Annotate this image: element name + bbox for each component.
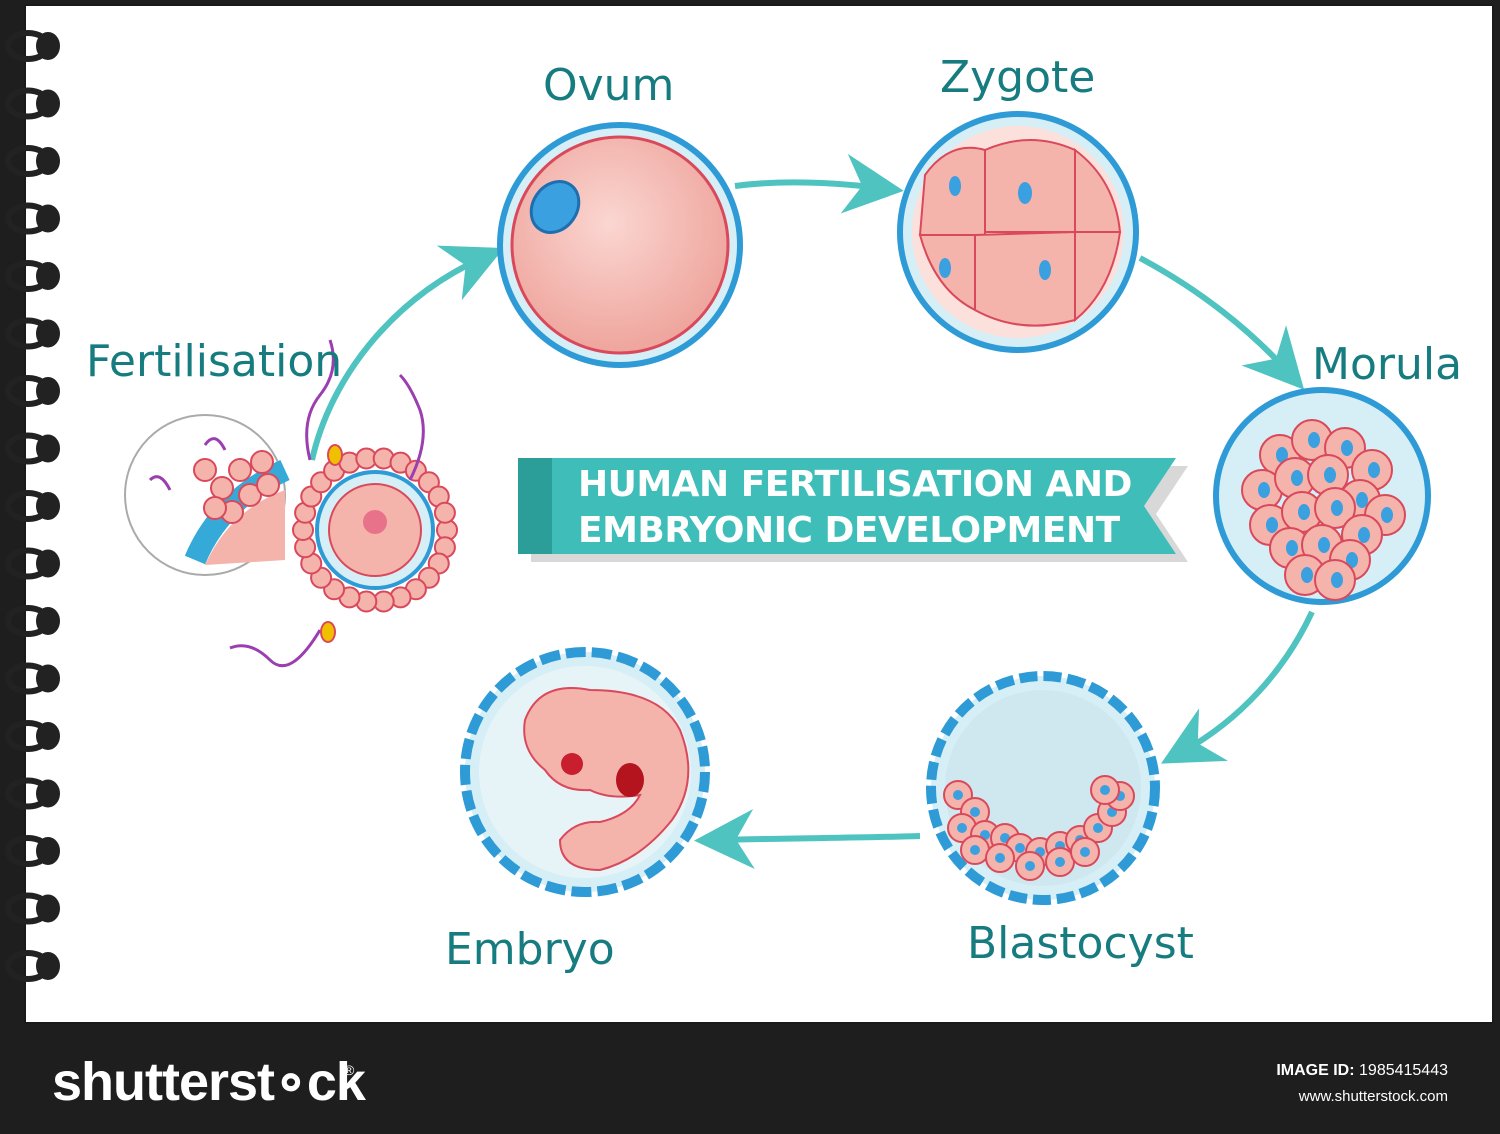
arrow-zygote-to-morula xyxy=(1138,255,1305,390)
spiral-ring xyxy=(5,490,60,522)
footer-bar xyxy=(0,1030,1500,1134)
morula-cell-illustration xyxy=(1213,387,1431,605)
arrow-blastocyst-to-embryo xyxy=(694,809,921,869)
spiral-ring xyxy=(5,662,60,695)
image-id-value: 1985415443 xyxy=(1359,1062,1448,1079)
spiral-ring xyxy=(5,87,60,120)
label-morula: Morula xyxy=(1312,339,1463,390)
diagram-canvas xyxy=(124,111,1431,905)
title-banner xyxy=(518,458,1188,562)
brand-logo: shutterst∘ck xyxy=(52,1052,366,1112)
spiral-ring xyxy=(5,720,60,752)
label-ovum: Ovum xyxy=(543,60,675,111)
arrow-ovum-to-zygote xyxy=(734,153,904,214)
spiral-ring xyxy=(5,777,60,810)
spiral-ring xyxy=(5,432,60,465)
fertilisation-illustration xyxy=(124,339,458,668)
spiral-ring xyxy=(5,950,60,982)
title-line-1: HUMAN FERTILISATION AND xyxy=(578,464,1132,505)
arrow-fertilisation-to-ovum xyxy=(309,245,504,461)
spiral-ring xyxy=(5,892,60,925)
spiral-ring xyxy=(5,30,60,62)
spiral-ring xyxy=(5,202,60,235)
label-blastocyst: Blastocyst xyxy=(967,918,1194,969)
zygote-cell-illustration xyxy=(897,111,1139,353)
image-id-label: IMAGE ID: xyxy=(1276,1062,1355,1079)
label-fertilisation: Fertilisation xyxy=(86,336,343,387)
spiral-ring xyxy=(5,260,60,292)
spiral-ring xyxy=(5,835,60,867)
brand-registered-mark: ® xyxy=(344,1062,355,1078)
ovum-cell-illustration xyxy=(497,122,743,368)
title-line-2: EMBRYONIC DEVELOPMENT xyxy=(578,510,1120,551)
site-url: www.shutterstock.com xyxy=(1298,1088,1448,1105)
arrow-morula-to-blastocyst xyxy=(1160,610,1315,764)
embryo-illustration xyxy=(460,647,710,897)
spiral-ring xyxy=(5,317,60,350)
spiral-ring xyxy=(5,145,60,177)
label-zygote: Zygote xyxy=(940,52,1096,103)
spiral-ring xyxy=(5,605,60,637)
label-embryo: Embryo xyxy=(445,924,615,975)
diagram-title: HUMAN FERTILISATION AND EMBRYONIC DEVELO… xyxy=(578,462,1138,554)
spiral-ring xyxy=(5,547,60,580)
spiral-binding xyxy=(5,30,60,982)
blastocyst-cell-illustration xyxy=(926,671,1160,905)
image-id: IMAGE ID: 1985415443 xyxy=(1276,1062,1448,1080)
spiral-ring xyxy=(5,375,60,407)
